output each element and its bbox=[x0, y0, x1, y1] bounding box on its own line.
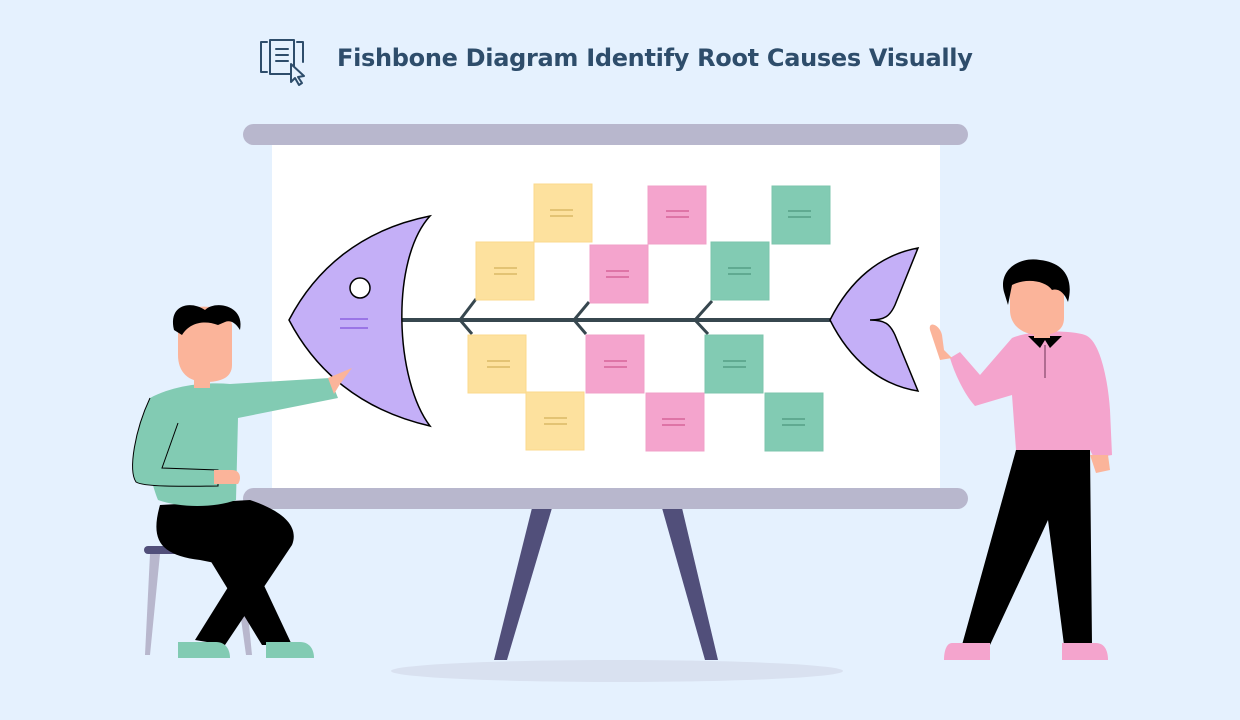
fish-head bbox=[288, 214, 433, 428]
seated-presenter bbox=[132, 305, 352, 658]
sticky-note[interactable] bbox=[475, 241, 535, 301]
sticky-note[interactable] bbox=[764, 392, 824, 452]
category-green-notes bbox=[704, 185, 831, 452]
easel-stand bbox=[494, 508, 718, 660]
fish-bones bbox=[458, 298, 714, 336]
fish-eye bbox=[349, 277, 371, 299]
sticky-note[interactable] bbox=[467, 334, 527, 394]
sticky-note[interactable] bbox=[589, 244, 649, 304]
category-pink-notes bbox=[585, 185, 707, 452]
page-title: Fishbone Diagram Identify Root Causes Vi… bbox=[337, 44, 973, 72]
standing-presenter bbox=[929, 259, 1112, 660]
fish-tail bbox=[829, 247, 920, 392]
category-yellow-notes bbox=[467, 183, 593, 451]
sticky-note[interactable] bbox=[533, 183, 593, 243]
floor-shadow bbox=[391, 660, 843, 682]
sticky-note[interactable] bbox=[525, 391, 585, 451]
sticky-note[interactable] bbox=[647, 185, 707, 245]
sticky-note[interactable] bbox=[771, 185, 831, 245]
sticky-note[interactable] bbox=[645, 392, 705, 452]
fishbone-diagram bbox=[288, 183, 920, 452]
sticky-note[interactable] bbox=[704, 334, 764, 394]
sticky-note[interactable] bbox=[585, 334, 645, 394]
sticky-note[interactable] bbox=[710, 241, 770, 301]
